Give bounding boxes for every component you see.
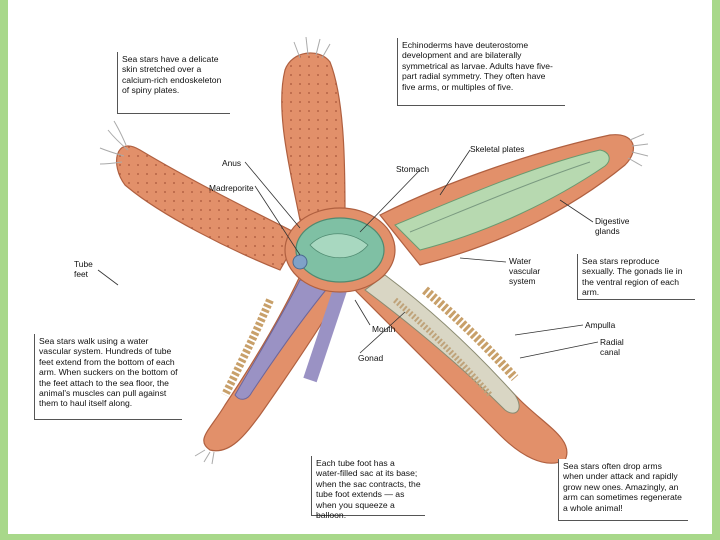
walk-callout: Sea stars walk using a water vascular sy… (34, 334, 182, 420)
label-madreporite: Madreporite (209, 183, 254, 193)
arm-upper (282, 37, 345, 220)
echinoderms-callout: Echinoderms have deuterostome developmen… (397, 38, 565, 106)
central-disk (285, 208, 395, 292)
arm-lower-right (355, 270, 567, 463)
tube-foot-callout: Each tube foot has a water-filled sac at… (311, 456, 425, 516)
label-anus: Anus (222, 158, 241, 168)
label-tube-feet: Tube feet (74, 259, 104, 279)
label-stomach: Stomach (396, 164, 429, 174)
arm-upper-left (100, 121, 300, 270)
label-digestive-glands: Digestive glands (595, 216, 655, 236)
arm-lower-left (195, 265, 345, 464)
label-ampulla: Ampulla (585, 320, 615, 330)
reproduce-callout: Sea stars reproduce sexually. The gonads… (577, 254, 695, 300)
label-water-vascular: Water vascular system (509, 256, 561, 286)
label-skeletal-plates: Skeletal plates (470, 144, 524, 154)
regenerate-callout: Sea stars often drop arms when under att… (558, 459, 688, 521)
label-gonad: Gonad (358, 353, 383, 363)
label-radial-canal: Radial canal (600, 337, 640, 357)
skin-callout: Sea stars have a delicate skin stretched… (117, 52, 230, 114)
label-mouth: Mouth (372, 324, 395, 334)
